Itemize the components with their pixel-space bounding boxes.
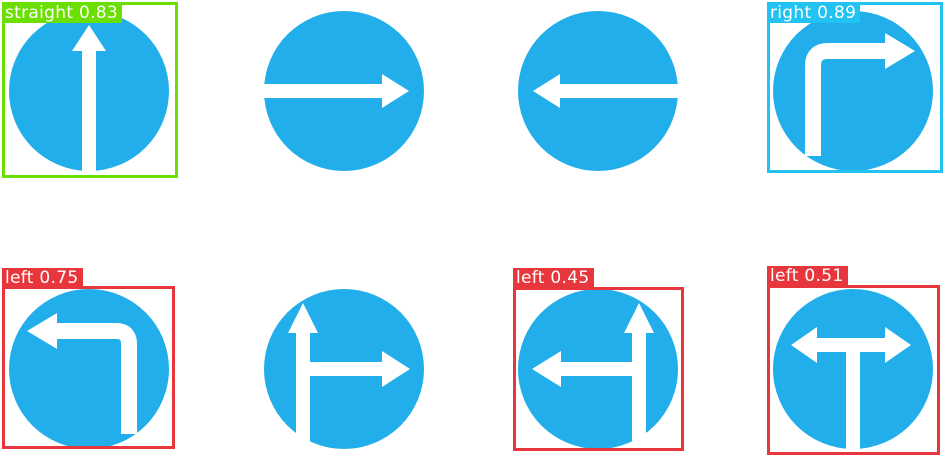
left-arrow-sign-icon xyxy=(518,11,678,171)
detection-box-straight xyxy=(2,2,178,178)
right-arrow-sign-icon xyxy=(264,11,424,171)
straight-or-left-arrow-sign-icon xyxy=(518,289,678,449)
detection-label-left: left 0.51 xyxy=(767,266,848,286)
straight-or-right-arrow-sign-icon xyxy=(264,289,424,449)
straight-arrow-sign-icon xyxy=(9,11,169,171)
detection-box-left xyxy=(767,285,940,455)
detection-label-straight: straight 0.83 xyxy=(2,3,123,23)
left-or-right-arrow-sign-icon xyxy=(773,289,933,449)
detection-box-left xyxy=(2,286,175,449)
detection-label-right: right 0.89 xyxy=(767,3,861,23)
detection-box-left xyxy=(513,287,684,451)
detection-box-right xyxy=(767,2,943,173)
turn-right-arrow-sign-icon xyxy=(773,11,933,171)
turn-left-arrow-sign-icon xyxy=(9,289,169,449)
detection-label-left: left 0.45 xyxy=(513,268,594,288)
detection-label-left: left 0.75 xyxy=(2,268,83,288)
